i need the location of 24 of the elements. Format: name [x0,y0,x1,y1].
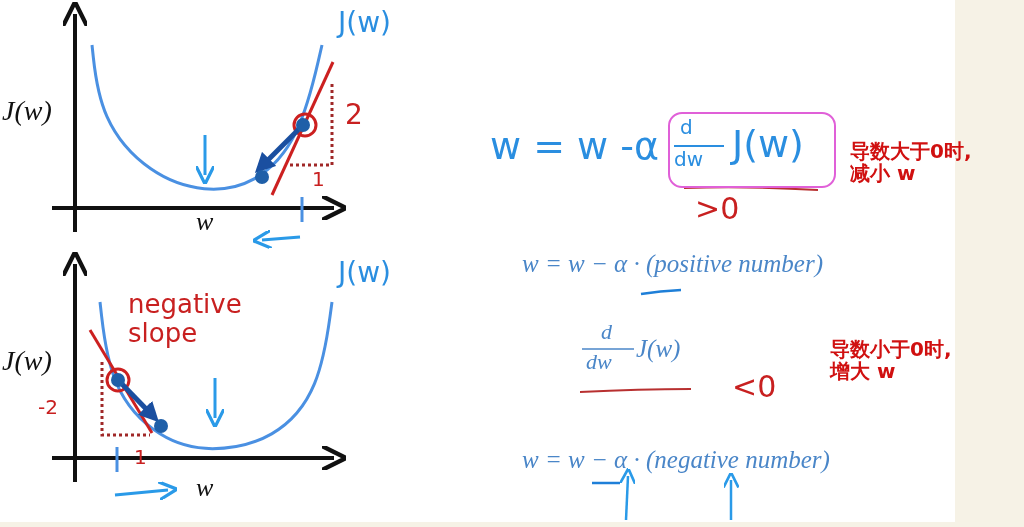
axis-label: J(w) [2,96,52,127]
axis-label: w [196,474,214,503]
formula: w = w − α · (positive number) [522,250,823,278]
math-symbol: d [680,116,693,138]
math-symbol: dw [674,148,704,170]
annotation: 导数大于0时,减小 w [850,140,973,184]
annotation: 导数小于0时,增大 w [830,338,953,382]
math-symbol: dw [586,350,612,375]
math-expression: J(w) [732,124,804,166]
slope-value: 2 [345,100,363,131]
annotation: negative slope [128,290,243,348]
math-expression: J(w) [636,335,681,363]
slope-value: 1 [312,168,325,190]
math-expression: >0 [695,192,740,225]
slope-value: -2 [38,396,58,418]
math-symbol: d [601,320,612,345]
curve-label: J(w) [338,258,391,289]
curve-label: J(w) [338,8,391,39]
math-expression: w = w -α [490,126,659,168]
axis-label: w [196,208,214,237]
formula: w = w − α · (negative number) [522,446,830,474]
axis-label: J(w) [2,346,52,377]
math-expression: <0 [732,370,777,403]
highlight-box [668,112,836,188]
